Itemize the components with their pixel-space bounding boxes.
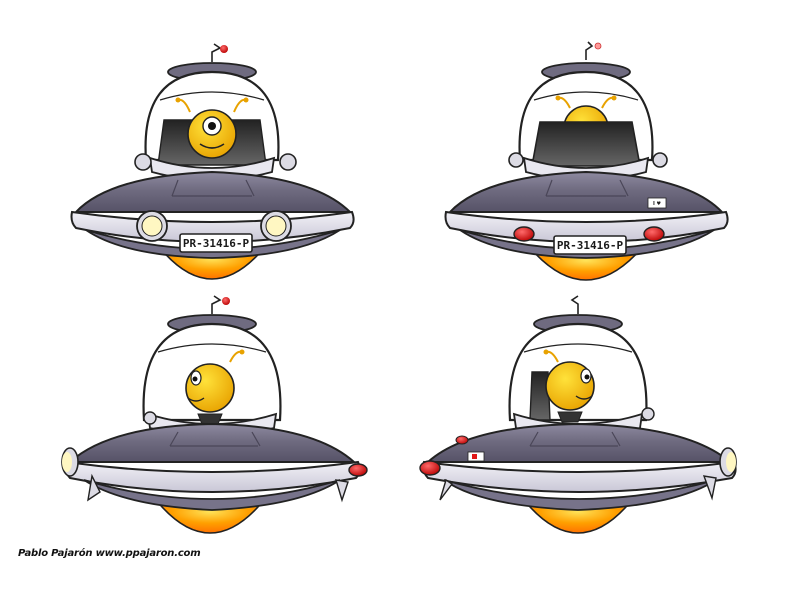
headlight-right	[260, 210, 292, 242]
i-love-sticker: I ♥	[647, 197, 667, 209]
antenna	[211, 295, 230, 314]
saucer-hull	[447, 170, 725, 213]
license-plate: PR-31416-P	[179, 233, 253, 253]
alien-pilot	[175, 97, 249, 159]
tail-light	[348, 463, 368, 477]
saucer-hull	[67, 422, 357, 463]
plate-text: PR-31416-P	[557, 239, 624, 252]
tail-light-left	[513, 226, 535, 242]
sticker-text: I ♥	[653, 201, 662, 207]
headlight-front	[719, 447, 737, 477]
ufo-front-view: PR-31416-P	[70, 43, 355, 280]
antenna	[211, 43, 228, 62]
tail-light-upper	[455, 435, 469, 445]
alien-pilot	[185, 349, 245, 425]
i-love-sticker	[467, 451, 485, 462]
saucer-hull	[73, 170, 353, 213]
ufo-back-view: I ♥ PR-31416-P	[444, 41, 729, 281]
tail-light-right	[643, 226, 665, 242]
antenna	[585, 41, 602, 60]
antenna	[570, 295, 579, 314]
artist-credit: Pablo Pajarón www.ppajaron.com	[18, 548, 201, 559]
pilot-seat	[531, 121, 641, 167]
headlight-left	[136, 210, 168, 242]
alien-pilot	[543, 349, 595, 423]
license-plate: PR-31416-P	[553, 235, 627, 255]
tail-light	[419, 460, 441, 476]
pilot-seat	[529, 371, 551, 421]
ufo-side-view-right	[419, 295, 737, 534]
headlight-front	[61, 447, 79, 477]
plate-text: PR-31416-P	[183, 237, 250, 250]
ufo-side-view-left	[61, 295, 368, 534]
